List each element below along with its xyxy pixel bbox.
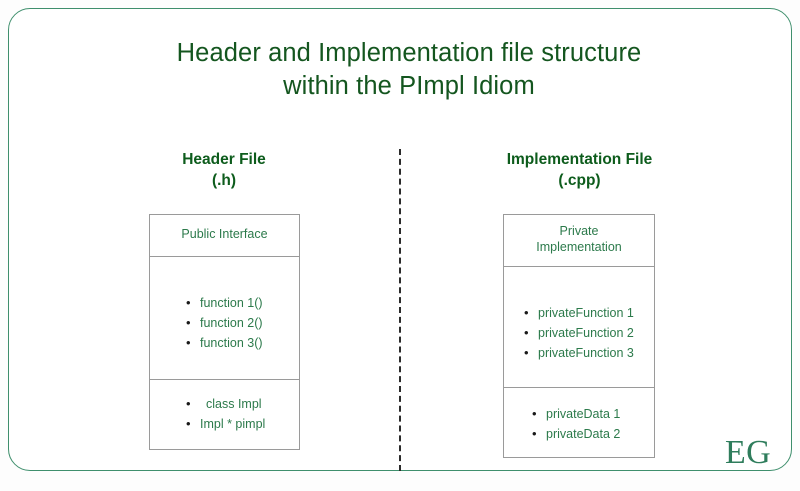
column-title-header-file: Header File (.h) (119, 149, 329, 191)
section-public-interface: Public Interface (150, 215, 299, 257)
private-data-list: privateData 1 privateData 2 (532, 404, 620, 444)
page-title-line-1: Header and Implementation file structure (176, 39, 642, 67)
list-item: privateFunction 1 (524, 303, 634, 323)
implementation-file-box: Private Implementation privateFunction 1… (503, 214, 655, 458)
list-item: class Impl (186, 394, 265, 414)
column-header-file: Header File (.h) (119, 149, 329, 191)
list-item: privateFunction 3 (524, 343, 634, 363)
vertical-dashed-divider (399, 149, 401, 471)
header-file-box: Public Interface function 1() function 2… (149, 214, 300, 450)
column-implementation-file: Implementation File (.cpp) (477, 149, 682, 191)
list-item: function 2() (186, 313, 263, 333)
section-public-functions: function 1() function 2() function 3() (150, 257, 299, 380)
section-private-data: privateData 1 privateData 2 (504, 388, 654, 458)
list-item: privateData 2 (532, 424, 620, 444)
section-caption-line-1: Private (559, 224, 599, 238)
section-caption: Public Interface (181, 227, 268, 241)
page-title: Header and Implementation file structure… (69, 37, 749, 103)
private-function-list: privateFunction 1 privateFunction 2 priv… (524, 303, 634, 363)
geeksforgeeks-logo: ƎG (717, 433, 779, 473)
list-item: privateData 1 (532, 404, 620, 424)
list-item: privateFunction 2 (524, 323, 634, 343)
column-heading-text: Header File (182, 151, 266, 168)
list-item: function 3() (186, 333, 263, 353)
impl-pointer-list: class Impl Impl * pimpl (186, 394, 265, 434)
logo-glyph-right: G (746, 434, 771, 471)
logo-glyph-left: Ǝ (726, 434, 747, 471)
column-subheading-text: (.cpp) (558, 172, 601, 189)
section-impl-pointer: class Impl Impl * pimpl (150, 380, 299, 450)
section-caption-line-2: Implementation (536, 240, 622, 254)
column-heading-text: Implementation File (506, 151, 653, 168)
section-private-functions: privateFunction 1 privateFunction 2 priv… (504, 267, 654, 388)
section-private-implementation: Private Implementation (504, 215, 654, 267)
list-item: function 1() (186, 293, 263, 313)
list-item: Impl * pimpl (186, 414, 265, 434)
column-title-implementation-file: Implementation File (.cpp) (477, 149, 682, 191)
diagram-frame: Header and Implementation file structure… (8, 8, 792, 471)
column-subheading-text: (.h) (211, 172, 237, 189)
public-function-list: function 1() function 2() function 3() (186, 293, 263, 353)
page-title-line-2: within the PImpl Idiom (283, 72, 535, 100)
